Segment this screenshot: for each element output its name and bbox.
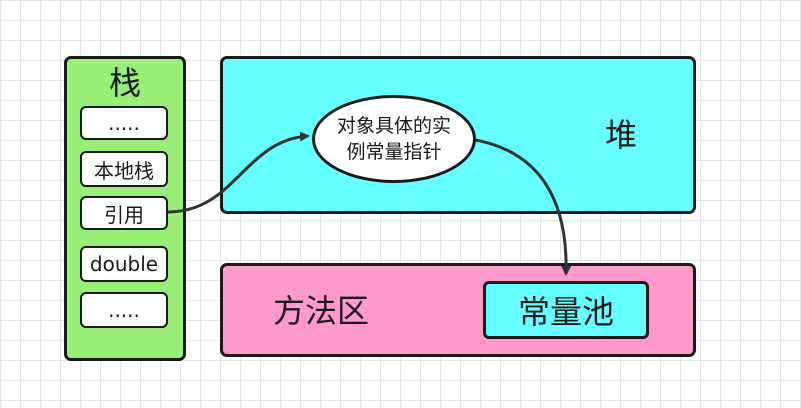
stack-title: 栈 <box>108 64 141 102</box>
method-area-label: 方法区 <box>273 292 370 330</box>
heap-label: 堆 <box>605 116 638 154</box>
stack-slot-reference: 引用 <box>80 196 168 230</box>
stack-slot-ellipsis-top: ..... <box>80 106 168 140</box>
heap-object-text-line1: 对象具体的实 <box>336 115 451 137</box>
method-area-region: 方法区 <box>220 263 696 357</box>
heap-object-text-line2: 例常量指针 <box>346 141 442 163</box>
constant-pool-box: 常量池 <box>483 281 649 339</box>
heap-object-node: 对象具体的实 例常量指针 <box>312 95 476 183</box>
stack-slot-double: double <box>80 246 168 282</box>
stack-slot-local-stack: 本地栈 <box>80 151 168 187</box>
stack-slot-ellipsis-bottom: ..... <box>80 292 168 328</box>
